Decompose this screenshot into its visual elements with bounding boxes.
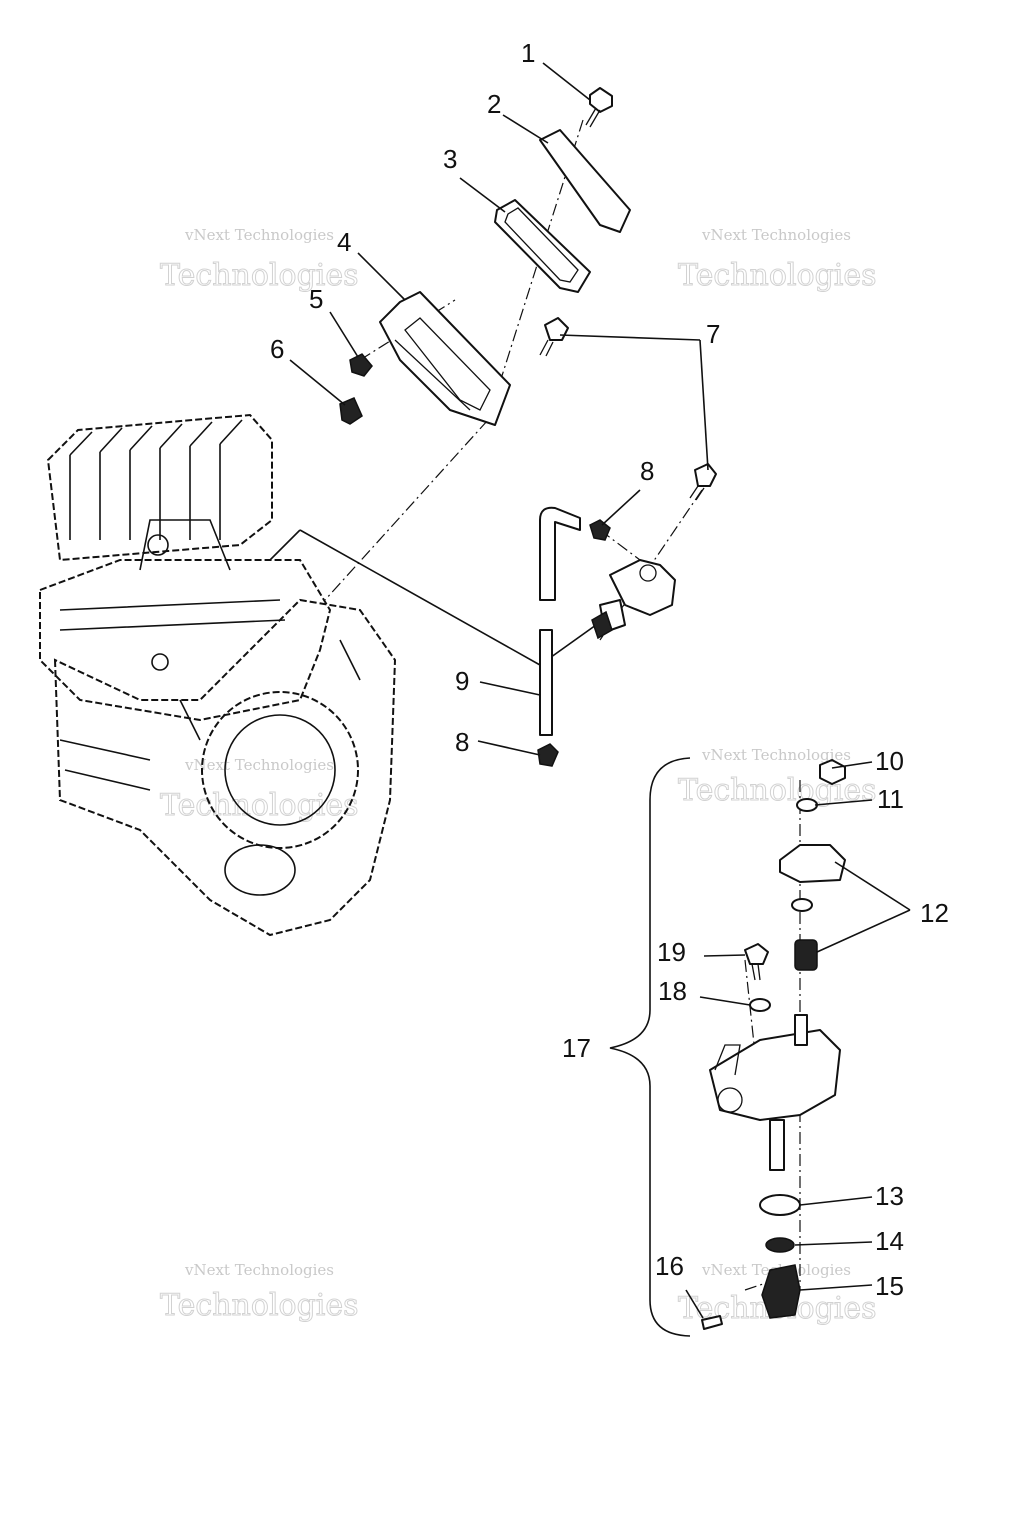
svg-text:vNext Technologies: vNext Technologies xyxy=(701,746,851,764)
gear-part-15 xyxy=(761,1264,801,1319)
callout-17: 17 xyxy=(562,1033,591,1063)
clamp-part-8-lower xyxy=(537,743,559,767)
watermark: vNext Technologies Technologies vNext Te… xyxy=(160,226,878,1327)
callout-6: 6 xyxy=(270,334,284,364)
pin-part-16 xyxy=(701,1315,723,1330)
cam-spring-part-12 xyxy=(779,844,846,971)
callout-5: 5 xyxy=(309,284,323,314)
callout-15: 15 xyxy=(875,1271,904,1301)
hose-part-9 xyxy=(539,506,581,736)
o-ring-part-13 xyxy=(759,1194,801,1216)
callout-16: 16 xyxy=(655,1251,684,1281)
callout-3: 3 xyxy=(443,144,457,174)
bolt-part-1 xyxy=(585,87,613,128)
callout-18: 18 xyxy=(658,976,687,1006)
clamp-part-8 xyxy=(589,519,611,541)
callout-8-lower: 8 xyxy=(455,727,469,757)
centerlines xyxy=(269,119,801,1291)
svg-text:vNext Technologies: vNext Technologies xyxy=(701,226,851,244)
bracket-17 xyxy=(609,757,691,1337)
svg-text:vNext Technologies: vNext Technologies xyxy=(184,226,334,244)
seal-part-14 xyxy=(765,1237,795,1253)
oil-pump-upper xyxy=(591,559,676,640)
svg-text:Technologies: Technologies xyxy=(678,258,877,293)
callout-10: 10 xyxy=(875,746,904,776)
callout-11: 11 xyxy=(877,784,904,814)
callout-9: 9 xyxy=(455,666,469,696)
oil-pump-body xyxy=(709,1014,841,1171)
callout-8: 8 xyxy=(640,456,654,486)
washer-part-18 xyxy=(749,998,771,1012)
svg-text:Technologies: Technologies xyxy=(160,1288,359,1323)
svg-text:vNext Technologies: vNext Technologies xyxy=(184,756,334,774)
callout-14: 14 xyxy=(875,1226,904,1256)
screw-part-19 xyxy=(744,943,769,981)
svg-text:Technologies: Technologies xyxy=(160,788,359,823)
callout-numbers: 1 2 3 4 5 6 7 8 8 9 10 11 12 13 14 15 16… xyxy=(270,38,949,1301)
svg-text:Technologies: Technologies xyxy=(160,258,359,293)
bushing-part-6 xyxy=(339,397,363,425)
nut-part-10 xyxy=(819,759,846,785)
callout-1: 1 xyxy=(521,38,535,68)
callout-19: 19 xyxy=(657,937,686,967)
cover-plate-part-2 xyxy=(539,129,631,233)
bushing-part-5 xyxy=(349,353,373,377)
callout-13: 13 xyxy=(875,1181,904,1211)
callout-12: 12 xyxy=(920,898,949,928)
svg-text:vNext Technologies: vNext Technologies xyxy=(184,1261,334,1279)
washer-part-11 xyxy=(796,798,818,812)
housing-part-4 xyxy=(379,291,511,426)
callout-7: 7 xyxy=(706,319,720,349)
engine-block xyxy=(39,413,397,937)
callout-2: 2 xyxy=(487,89,501,119)
gasket-part-3 xyxy=(494,199,591,293)
screw-part-7 xyxy=(539,317,717,501)
callout-leaders xyxy=(289,62,911,1319)
callout-4: 4 xyxy=(337,227,351,257)
